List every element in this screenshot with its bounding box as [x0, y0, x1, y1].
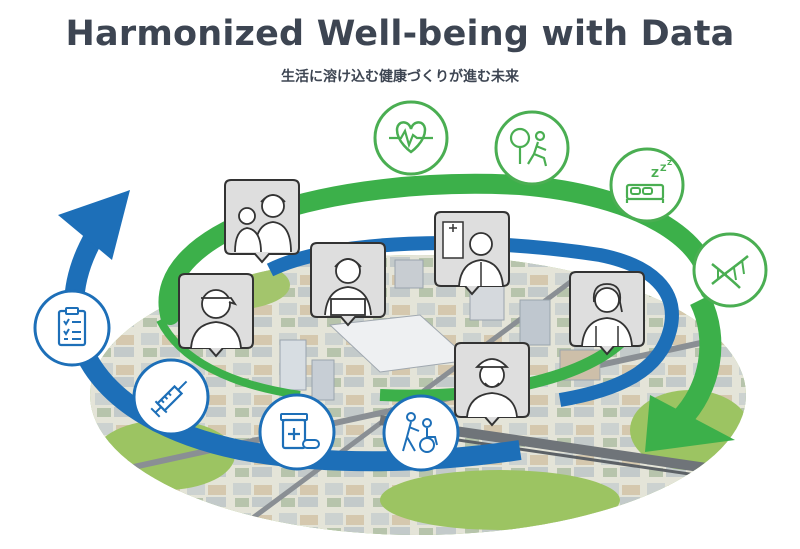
caregiving-icon	[382, 394, 460, 472]
svg-text:Z: Z	[660, 164, 667, 174]
svg-text:Z: Z	[667, 159, 672, 167]
green-cycle-ring	[158, 173, 720, 325]
portrait-young-person-at-laptop	[310, 242, 386, 327]
portrait-elderly-man-with-cap	[454, 342, 530, 427]
page-title: Harmonized Well-being with Data	[65, 14, 735, 54]
portrait-doctor	[434, 211, 510, 296]
portrait-man-with-headband	[178, 273, 254, 358]
page-subtitle: 生活に溶け込む健康づくりが進む未来	[281, 69, 519, 85]
vaccine-syringe-icon	[132, 358, 210, 436]
green-ring-inner	[156, 318, 301, 399]
portrait-mother-and-child	[224, 179, 300, 264]
green-ring-right	[671, 295, 722, 428]
sleep-icon: Z Z Z	[609, 147, 685, 223]
svg-text:Z: Z	[651, 167, 659, 180]
heart-rate-icon	[373, 100, 449, 176]
checklist-icon	[33, 289, 111, 367]
portrait-woman-in-apron	[569, 271, 645, 356]
exercise-icon	[494, 110, 570, 186]
dna-icon	[692, 232, 768, 308]
medicine-icon	[258, 393, 336, 471]
blue-arrowhead	[58, 190, 130, 260]
